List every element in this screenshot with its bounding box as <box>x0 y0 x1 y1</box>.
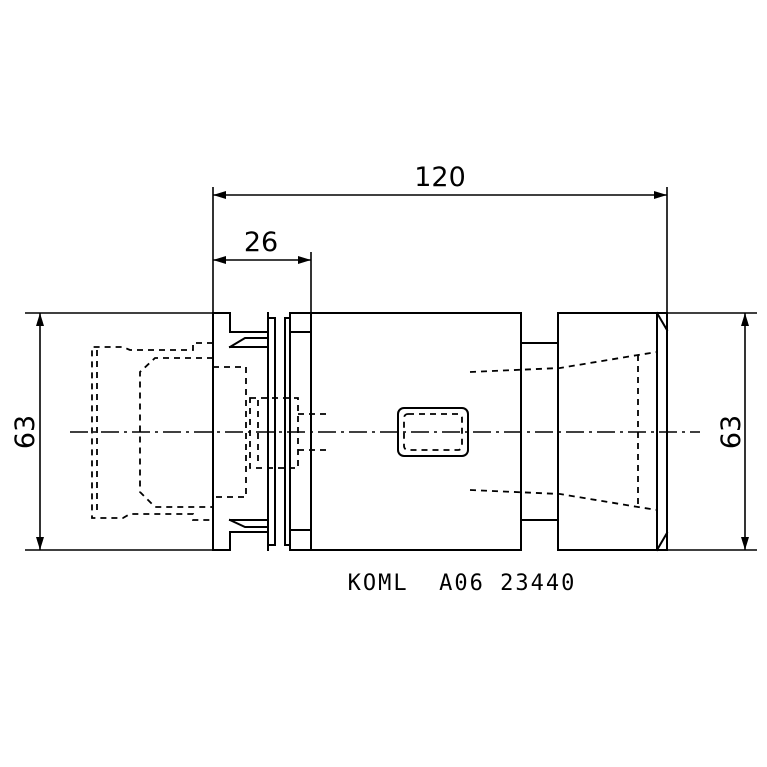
body-block <box>310 312 522 551</box>
dimension-left-diameter <box>36 313 44 550</box>
dimension-text-flange-length: 26 <box>244 227 278 258</box>
dimension-overall-length <box>213 191 667 199</box>
dimension-text-overall-length: 120 <box>414 162 466 193</box>
dimension-text-left-diameter: 63 <box>10 415 41 449</box>
neck <box>520 342 559 521</box>
extension-lines <box>25 187 757 551</box>
flange <box>212 312 312 551</box>
dimension-text-right-diameter: 63 <box>716 415 747 449</box>
internal-taper-hidden <box>469 351 658 511</box>
part-label: KOML A06 23440 <box>348 571 577 596</box>
body-slot <box>397 407 469 457</box>
dimension-flange-length <box>213 256 311 264</box>
taper-shank-hidden <box>91 342 247 521</box>
dimension-right-diameter <box>741 313 749 550</box>
flange-bore-hidden <box>249 397 330 469</box>
